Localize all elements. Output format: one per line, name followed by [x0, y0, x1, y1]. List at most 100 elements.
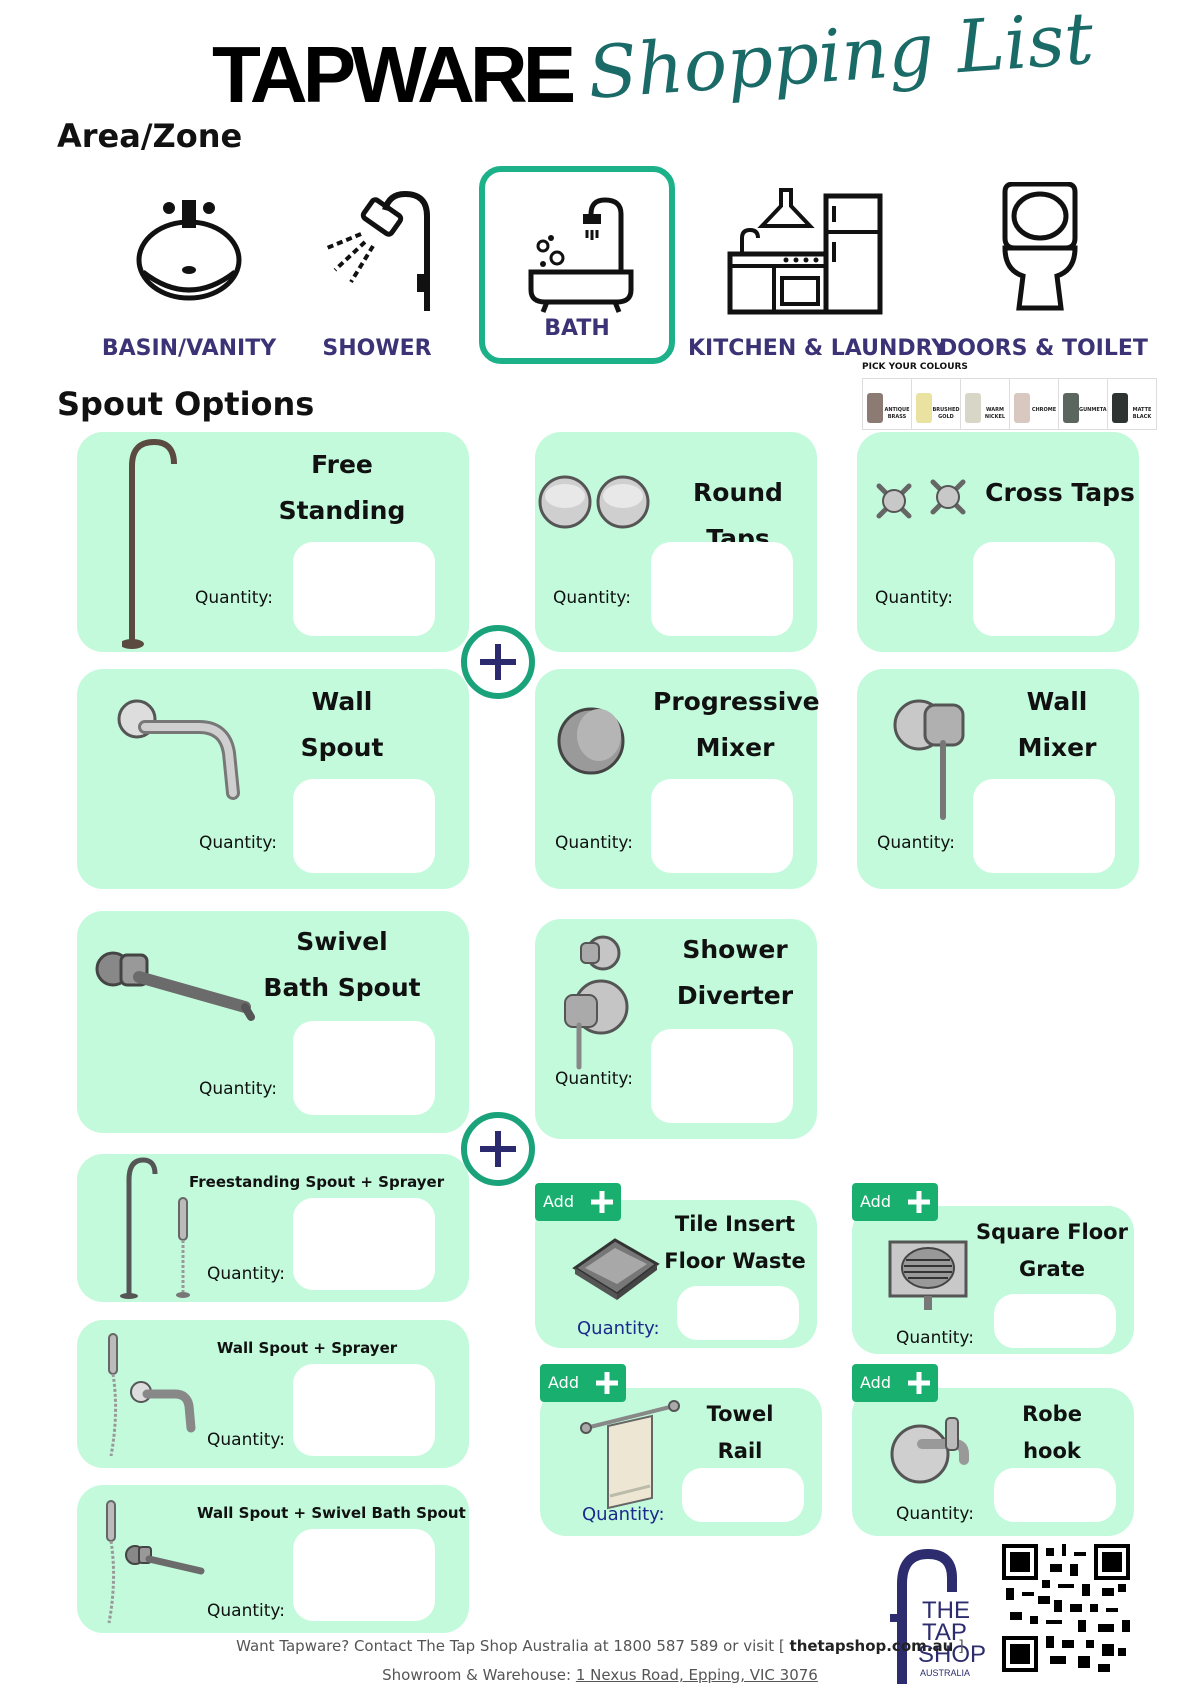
swatch-chrome[interactable]: CHROME [1009, 378, 1059, 430]
quantity-label: Quantity: [896, 1328, 974, 1348]
swatch-chip [965, 393, 981, 423]
qr-code-icon [1002, 1544, 1130, 1672]
colours-heading: PICK YOUR COLOURS [862, 362, 968, 372]
swatch-gunmetal[interactable]: GUNMETAL [1058, 378, 1110, 430]
progressive-mixer-icon [557, 707, 625, 775]
contact-line: Want Tapware? Contact The Tap Shop Austr… [236, 1637, 964, 1655]
colour-swatches: ANTIQUE BRASS BRUSHED GOLD WARM NICKEL C… [862, 378, 1157, 430]
address-line: Showroom & Warehouse: 1 Nexus Road, Eppi… [382, 1666, 818, 1684]
swatch-chip [1112, 393, 1128, 423]
kitchen-icon [727, 188, 883, 315]
area-zone-heading: Area/Zone [57, 117, 243, 155]
card-cross-taps: Cross Taps Quantity: [857, 432, 1139, 652]
round-taps-icon [538, 475, 650, 529]
zone-bath[interactable]: BATH [479, 166, 675, 364]
quantity-input[interactable] [651, 779, 793, 873]
floor-grate-icon [888, 1240, 968, 1310]
quantity-input[interactable] [973, 542, 1115, 636]
spout-options-heading: Spout Options [57, 385, 315, 423]
towel-rail-icon [580, 1400, 680, 1510]
wall-mixer-icon [893, 699, 965, 820]
plus-icon [596, 1372, 618, 1394]
zone-kitchen-laundry[interactable]: KITCHEN & LAUNDRY [688, 178, 948, 368]
quantity-input[interactable] [651, 1029, 793, 1123]
add-towel-rail-button[interactable]: Add [540, 1364, 626, 1402]
quantity-label: Quantity: [207, 1430, 285, 1450]
quantity-input[interactable] [293, 779, 435, 873]
page-title: TAPWARE [212, 30, 576, 119]
quantity-input[interactable] [293, 1198, 435, 1290]
add-floor-grate-button[interactable]: Add [852, 1183, 938, 1221]
product-title: Cross Taps [985, 478, 1135, 507]
quantity-label: Quantity: [199, 833, 277, 853]
quantity-label: Quantity: [875, 588, 953, 608]
plus-icon [908, 1372, 930, 1394]
quantity-input[interactable] [682, 1468, 804, 1522]
swatch-antique-brass[interactable]: ANTIQUE BRASS [862, 378, 912, 430]
swatch-matte-black[interactable]: MATTE BLACK [1107, 378, 1157, 430]
quantity-input[interactable] [293, 1364, 435, 1456]
quantity-input[interactable] [293, 1529, 435, 1621]
quantity-input[interactable] [293, 542, 435, 636]
zone-label: BATH [544, 316, 610, 341]
add-more-plus-icon[interactable] [461, 1112, 535, 1186]
brand-logo: THE TAP SHOP AUSTRALIA [890, 1548, 1000, 1688]
quantity-label: Quantity: [877, 833, 955, 853]
product-title: Freestanding Spout + Sprayer [189, 1173, 445, 1191]
shower-icon [326, 190, 430, 311]
page-script-title: Shopping List [585, 0, 1097, 115]
quantity-input[interactable] [973, 779, 1115, 873]
add-robe-hook-button[interactable]: Add [852, 1364, 938, 1402]
swatch-chip [1014, 393, 1030, 423]
wall-swivel-icon [106, 1500, 205, 1624]
zone-basin-vanity[interactable]: BASIN/VANITY [94, 178, 284, 368]
address-link[interactable]: 1 Nexus Road, Epping, VIC 3076 [575, 1666, 818, 1684]
quantity-input[interactable] [651, 542, 793, 636]
quantity-label: Quantity: [207, 1264, 285, 1284]
add-more-plus-icon[interactable] [461, 625, 535, 699]
zone-doors-toilet[interactable]: DOORS & TOILET [939, 178, 1148, 368]
quantity-label: Quantity: [553, 588, 631, 608]
quantity-input[interactable] [677, 1286, 799, 1340]
swatch-chip [867, 393, 883, 423]
swatch-warm-nickel[interactable]: WARM NICKEL [960, 378, 1010, 430]
tap-logo-icon [890, 1548, 957, 1684]
add-tile-insert-button[interactable]: Add [535, 1183, 621, 1221]
swatch-brushed-gold[interactable]: BRUSHED GOLD [911, 378, 961, 430]
zone-shower[interactable]: SHOWER [282, 178, 472, 368]
swivel-bath-spout-icon [95, 951, 255, 1021]
quantity-input[interactable] [994, 1294, 1116, 1348]
quantity-label: Quantity: [555, 833, 633, 853]
quantity-label: Quantity: [577, 1318, 660, 1339]
bath-icon [528, 197, 634, 313]
tile-insert-icon [572, 1238, 660, 1300]
cross-taps-icon [876, 479, 966, 519]
qr-code[interactable] [1002, 1544, 1130, 1672]
card-freestanding-sprayer: Freestanding Spout + Sprayer Quantity: [77, 1154, 469, 1302]
quantity-input[interactable] [293, 1021, 435, 1115]
quantity-label: Quantity: [555, 1069, 633, 1089]
zone-label: SHOWER [322, 336, 432, 361]
quantity-input[interactable] [994, 1468, 1116, 1522]
quantity-label: Quantity: [582, 1504, 665, 1525]
website-link[interactable]: thetapshop.com.au [789, 1637, 954, 1655]
zone-label: KITCHEN & LAUNDRY [688, 336, 948, 361]
wall-spout-icon [117, 699, 240, 800]
zone-label: DOORS & TOILET [939, 336, 1148, 361]
